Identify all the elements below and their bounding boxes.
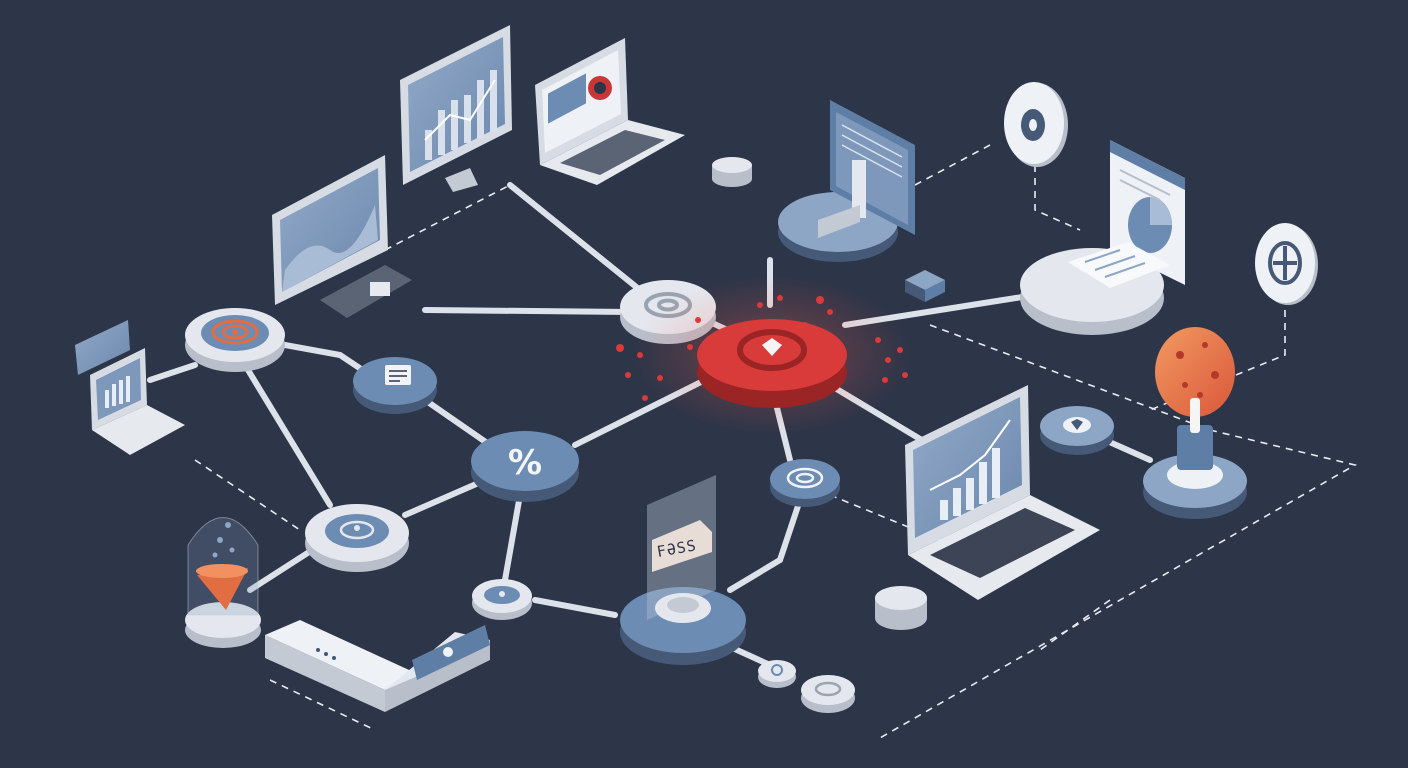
percent-node[interactable]: % [471,431,579,502]
small-cylinder-bottom [875,586,927,630]
scope-node[interactable] [770,459,840,507]
report-pedestal [1020,140,1185,335]
cross-circle-icon[interactable] [1255,223,1318,305]
small-cube [905,270,945,302]
monitor-wave [272,155,412,318]
small-laptop-left [75,320,185,455]
target-icon [211,319,259,345]
target-node[interactable] [185,308,285,372]
mini-node-2[interactable] [801,675,855,713]
laptop-top [535,38,685,185]
lightbulb-idea [1143,327,1247,519]
small-cylinder-top [712,157,752,187]
radar-node[interactable] [305,504,409,572]
globe-icon[interactable] [1004,82,1068,167]
dashed-guides [194,144,1358,739]
pie-chart-icon [1128,197,1172,253]
receipt-icon [385,365,411,385]
compass-node[interactable] [472,579,532,620]
monitor-analytics [400,25,512,192]
central-hub[interactable] [632,275,912,435]
funnel-dome [185,517,261,648]
receipt-node[interactable] [353,357,437,414]
laptop-right [905,385,1100,600]
dashboard-panel [778,100,915,262]
percent-label: % [508,443,542,483]
smart-device-bar [265,620,490,712]
mini-node-1[interactable] [758,660,796,688]
price-tag: FƏSS [652,520,712,572]
red-particles [616,295,908,401]
shield-icon [737,329,807,371]
price-tag-node[interactable]: FƏSS [620,475,746,665]
shield-node-right[interactable] [1040,406,1114,455]
